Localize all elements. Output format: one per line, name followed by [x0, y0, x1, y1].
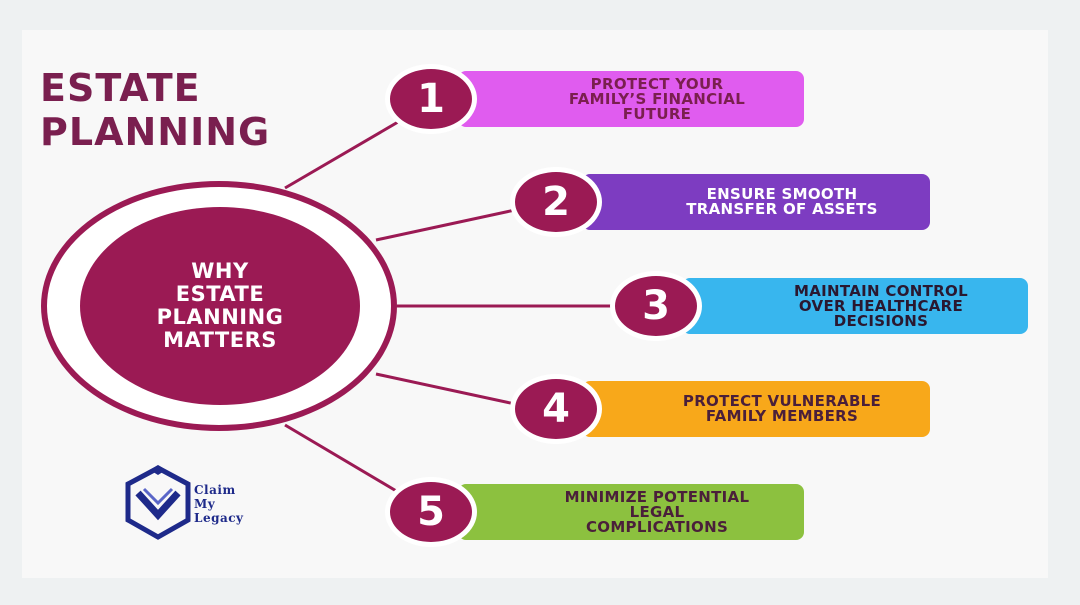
item-2-line: ENSURE SMOOTH [706, 185, 858, 203]
hub-line: ESTATE [175, 282, 265, 306]
hub-text: WHY ESTATE PLANNING MATTERS [157, 260, 284, 352]
item-2-number: 2 [542, 179, 570, 225]
item-5-number: 5 [417, 489, 445, 535]
item-3-number: 3 [642, 283, 670, 329]
item-3-number-badge: 3 [610, 271, 702, 341]
item-2-text: ENSURE SMOOTH TRANSFER OF ASSETS [686, 187, 877, 217]
item-5-banner: MINIMIZE POTENTIAL LEGAL COMPLICATIONS [458, 484, 804, 540]
item-5-line: MINIMIZE POTENTIAL [564, 487, 750, 506]
item-4-text: PROTECT VULNERABLE FAMILY MEMBERS [683, 394, 881, 424]
item-3-text: MAINTAIN CONTROL OVER HEALTHCARE DECISIO… [794, 281, 968, 330]
item-5-line: LEGAL [629, 502, 685, 521]
hub-line: WHY [191, 259, 249, 283]
logo-wordmark: Claim My Legacy [194, 483, 244, 525]
connector-line-5 [284, 423, 399, 494]
item-2-number-badge: 2 [510, 167, 602, 237]
item-2-line: TRANSFER OF ASSETS [686, 200, 878, 218]
hub-circle: WHY ESTATE PLANNING MATTERS [80, 207, 360, 405]
item-4-line: FAMILY MEMBERS [705, 407, 859, 425]
logo-line: Legacy [194, 511, 244, 525]
item-1-number: 1 [417, 76, 445, 122]
item-5-line: COMPLICATIONS [585, 517, 729, 536]
item-5-text: MINIMIZE POTENTIAL LEGAL COMPLICATIONS [564, 487, 750, 536]
item-5-number-badge: 5 [385, 477, 477, 547]
item-4-banner: PROTECT VULNERABLE FAMILY MEMBERS [582, 381, 930, 437]
item-1-text: PROTECT YOUR FAMILY’S FINANCIAL FUTURE [568, 74, 746, 123]
item-4-line: PROTECT VULNERABLE [682, 392, 882, 410]
page-title: ESTATE PLANNING [40, 66, 270, 154]
connector-line-4 [375, 372, 516, 406]
item-4-number: 4 [542, 386, 570, 432]
title-line-1: ESTATE [40, 66, 201, 110]
connector-line-2 [375, 208, 516, 242]
item-3-line: OVER HEALTHCARE [798, 296, 964, 315]
item-1-line: PROTECT YOUR [590, 74, 724, 93]
hub-line: PLANNING [156, 305, 284, 329]
item-1-line: FAMILY’S FINANCIAL [568, 89, 746, 108]
connector-line-1 [284, 120, 399, 190]
item-1-line: FUTURE [622, 104, 692, 123]
item-2-banner: ENSURE SMOOTH TRANSFER OF ASSETS [582, 174, 930, 230]
logo-line: My [194, 497, 216, 511]
item-4-number-badge: 4 [510, 374, 602, 444]
item-3-line: MAINTAIN CONTROL [794, 281, 968, 300]
logo-line: Claim [194, 483, 236, 497]
claim-my-legacy-logo-icon [125, 465, 191, 540]
item-1-banner: PROTECT YOUR FAMILY’S FINANCIAL FUTURE [458, 71, 804, 127]
title-line-2: PLANNING [40, 110, 271, 154]
hub-line: MATTERS [163, 328, 277, 352]
item-3-line: DECISIONS [833, 311, 929, 330]
item-3-banner: MAINTAIN CONTROL OVER HEALTHCARE DECISIO… [682, 278, 1028, 334]
item-1-number-badge: 1 [385, 64, 477, 134]
